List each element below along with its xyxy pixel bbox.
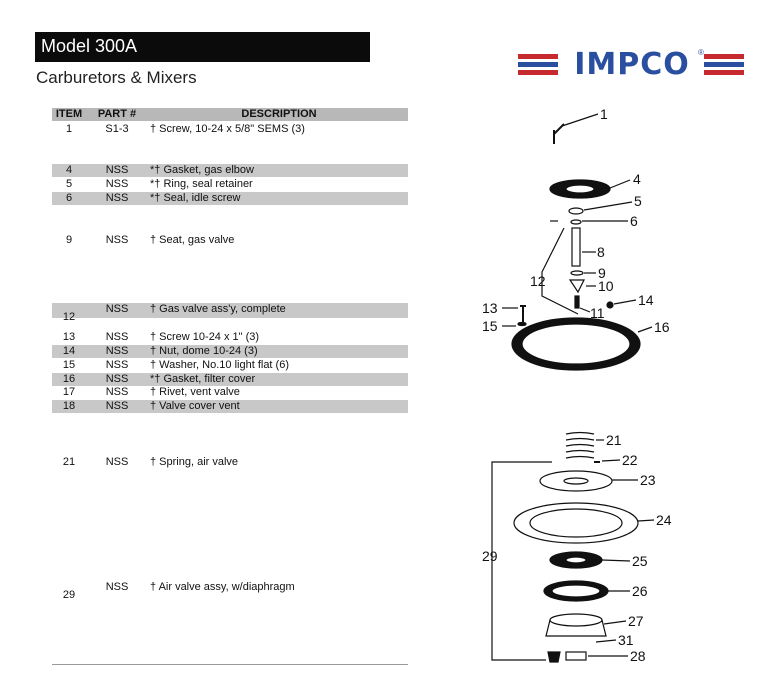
table-row: 1 S1-3 † Screw, 10-24 x 5/8" SEMS (3) <box>52 123 408 136</box>
callout-label: 9 <box>598 265 606 281</box>
table-row: 9 NSS † Seat, gas valve <box>52 234 408 247</box>
callout-label: 1 <box>600 106 608 122</box>
table-bottom-rule <box>52 664 408 665</box>
table-row: 4 NSS *† Gasket, gas elbow <box>52 164 408 177</box>
logo-wordmark: IMPCO <box>574 47 690 82</box>
impco-logo: IMPCO ® <box>518 48 744 82</box>
callout-label: 27 <box>628 613 644 629</box>
row-part: NSS <box>105 359 129 371</box>
exploded-parts-diagram: 1 4 5 6 8 12 9 10 13 14 11 15 16 21 22 2… <box>482 106 672 664</box>
logo-registered-mark: ® <box>698 48 704 57</box>
callout-label: 4 <box>633 171 641 187</box>
row-desc: † Washer, No.10 light flat (6) <box>150 359 289 371</box>
callout-label: 24 <box>656 512 672 528</box>
model-title-bar: Model 300A <box>35 32 370 62</box>
row-part: NSS <box>105 234 129 246</box>
logo-stripes-left <box>518 54 558 76</box>
row-desc: *† Gasket, gas elbow <box>150 164 254 176</box>
row-desc: *† Gasket, filter cover <box>150 373 256 385</box>
callout-label: 28 <box>630 648 646 664</box>
table-row: 6 NSS *† Seal, idle screw <box>52 192 408 205</box>
row-item: 9 <box>65 234 73 246</box>
col-description: DESCRIPTION <box>241 108 317 120</box>
callout-label: 8 <box>597 244 605 260</box>
callout-label: 25 <box>632 553 648 569</box>
callout-label: 14 <box>638 292 654 308</box>
row-desc: *† Seal, idle screw <box>150 192 241 204</box>
row-desc: *† Ring, seal retainer <box>150 178 253 190</box>
page-subtitle: Carburetors & Mixers <box>36 68 197 87</box>
callout-label: 5 <box>634 193 642 209</box>
col-part: PART # <box>97 108 137 120</box>
callout-label: 26 <box>632 583 648 599</box>
row-item: 18 <box>62 400 76 412</box>
callout-label: 6 <box>630 213 638 229</box>
row-part: NSS <box>105 386 129 398</box>
row-part: NSS <box>105 456 129 468</box>
row-desc: † Gas valve ass'y, complete <box>150 303 286 315</box>
row-part: NSS <box>105 400 129 412</box>
logo-stripes-right <box>704 54 744 76</box>
table-row: 13 NSS † Screw 10-24 x 1" (3) <box>52 331 408 344</box>
callout-label: 29 <box>482 548 498 564</box>
row-part: S1-3 <box>105 123 129 135</box>
row-item: 6 <box>65 192 73 204</box>
table-row: 21 NSS † Spring, air valve <box>52 456 408 469</box>
callout-label: 13 <box>482 300 498 316</box>
row-item: 29 <box>62 589 76 601</box>
callout-label: 15 <box>482 318 498 334</box>
table-row: 17 NSS † Rivet, vent valve <box>52 386 408 399</box>
table-row: 14 NSS † Nut, dome 10-24 (3) <box>52 345 408 358</box>
row-item: 16 <box>62 373 76 385</box>
callout-label: 23 <box>640 472 656 488</box>
callout-label: 22 <box>622 452 638 468</box>
parts-table-header: ITEM PART # DESCRIPTION <box>52 108 408 121</box>
row-desc: † Air valve assy, w/diaphragm <box>150 581 295 593</box>
callout-label: 11 <box>590 305 605 321</box>
row-part: NSS <box>105 178 129 190</box>
callout-label: 16 <box>654 319 670 335</box>
row-part: NSS <box>105 303 129 315</box>
callout-label: 12 <box>530 273 546 289</box>
table-row: 12 NSS † Gas valve ass'y, complete <box>52 303 408 323</box>
row-item: 4 <box>65 164 73 176</box>
row-desc: † Screw 10-24 x 1" (3) <box>150 331 260 343</box>
row-item: 17 <box>62 386 76 398</box>
col-item: ITEM <box>55 108 83 120</box>
model-title: Model 300A <box>41 36 138 56</box>
row-part: NSS <box>105 192 129 204</box>
row-item: 21 <box>62 456 76 468</box>
table-row: 15 NSS † Washer, No.10 light flat (6) <box>52 359 408 372</box>
callout-label: 10 <box>598 278 614 294</box>
table-row: 16 NSS *† Gasket, filter cover <box>52 373 408 386</box>
row-item: 1 <box>65 123 73 135</box>
row-part: NSS <box>105 164 129 176</box>
row-desc: † Valve cover vent <box>150 400 240 412</box>
row-desc: † Spring, air valve <box>150 456 239 468</box>
row-desc: † Seat, gas valve <box>150 234 235 246</box>
row-item: 13 <box>62 331 76 343</box>
callout-label: 21 <box>606 432 622 448</box>
row-part: NSS <box>105 331 129 343</box>
row-desc: † Nut, dome 10-24 (3) <box>150 345 258 357</box>
table-row: 29 NSS † Air valve assy, w/diaphragm <box>52 581 408 601</box>
row-item: 12 <box>62 311 76 323</box>
table-row: 18 NSS † Valve cover vent <box>52 400 408 413</box>
row-part: NSS <box>105 373 129 385</box>
row-item: 14 <box>62 345 76 357</box>
table-row: 5 NSS *† Ring, seal retainer <box>52 178 408 191</box>
row-item: 15 <box>62 359 76 371</box>
callout-label: 31 <box>618 632 634 648</box>
row-part: NSS <box>105 345 129 357</box>
row-part: NSS <box>105 581 129 593</box>
row-item: 5 <box>65 178 73 190</box>
row-desc: † Rivet, vent valve <box>150 386 240 398</box>
row-desc: † Screw, 10-24 x 5/8" SEMS (3) <box>150 123 305 135</box>
